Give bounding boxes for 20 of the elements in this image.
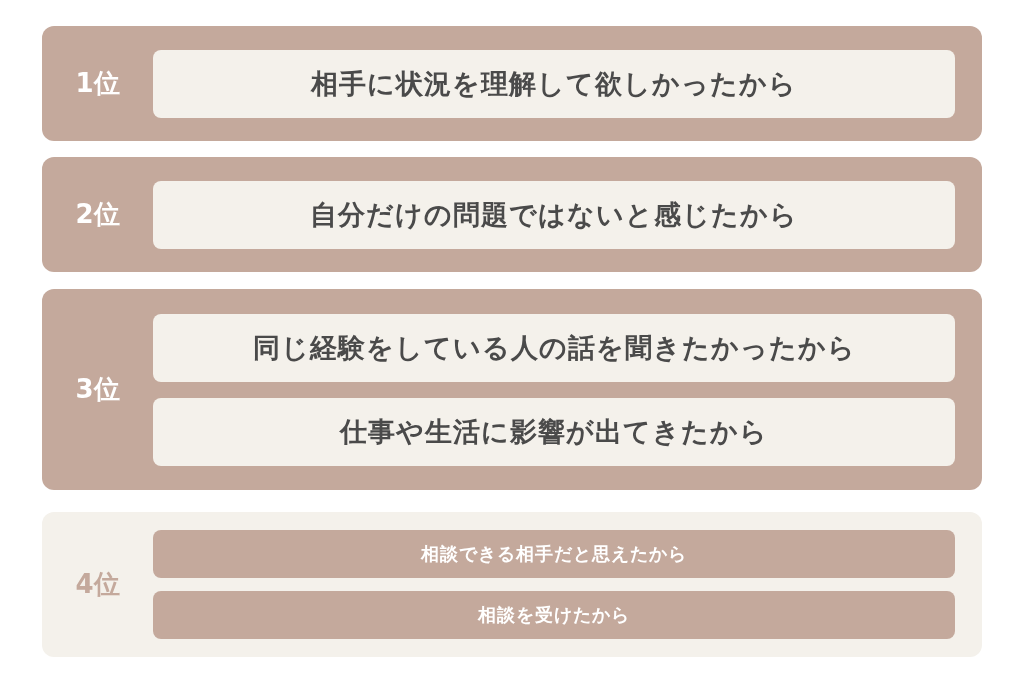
reason-box xyxy=(153,591,955,639)
rank-band xyxy=(42,157,982,272)
reason-text: 相談を受けたから xyxy=(478,603,630,627)
rank-band xyxy=(42,512,982,657)
reason-box xyxy=(153,49,955,118)
reason-box xyxy=(153,180,955,249)
rank-label: 3位 xyxy=(75,373,120,406)
rank-band xyxy=(42,289,982,490)
rank-band xyxy=(42,26,982,141)
reason-text: 相手に状況を理解して欲しかったから xyxy=(311,66,797,101)
reason-text: 相談できる相手だと思えたから xyxy=(421,542,687,566)
reason-text: 同じ経験をしている人の話を聞きたかったから xyxy=(252,330,856,365)
reason-text: 仕事や生活に影響が出てきたから xyxy=(340,414,768,449)
reason-text: 自分だけの問題ではないと感じたから xyxy=(310,197,798,232)
reason-box xyxy=(153,313,955,382)
rank-label: 4位 xyxy=(75,568,120,601)
rank-label: 1位 xyxy=(75,67,120,100)
reason-box xyxy=(153,397,955,466)
rank-label: 2位 xyxy=(75,198,120,231)
reason-box xyxy=(153,530,955,578)
